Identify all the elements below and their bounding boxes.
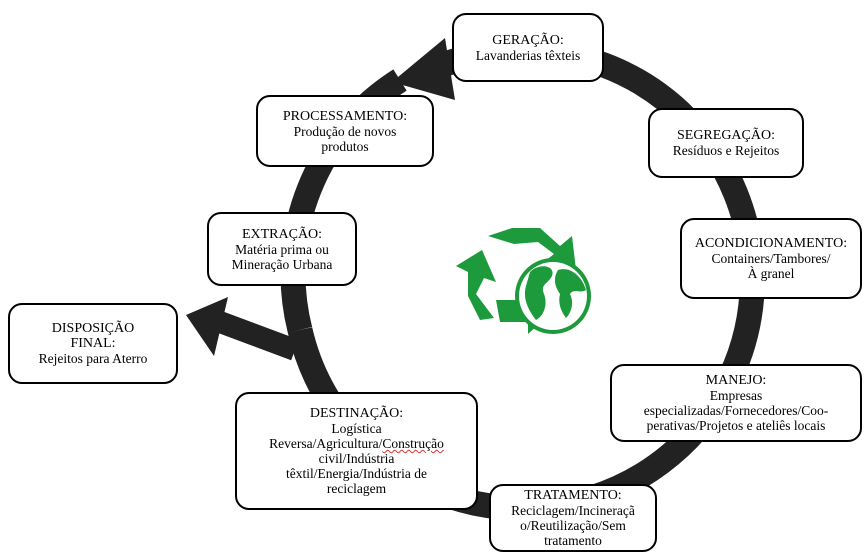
node-acondicionamento-line: Containers/Tambores/: [711, 251, 831, 266]
branch-arrowhead: [186, 297, 228, 356]
node-extracao: EXTRAÇÃO: Matéria prima ou Mineração Urb…: [207, 212, 357, 286]
recycle-globe-icon: [456, 228, 591, 334]
node-destinacao: DESTINAÇÃO: Logística Reversa/Agricultur…: [235, 392, 478, 510]
branch-arrow-shaft: [216, 311, 299, 361]
node-tratamento-line: tratamento: [544, 533, 602, 548]
node-tratamento-title: TRATAMENTO:: [524, 488, 622, 503]
node-destinacao-line: Construção: [382, 436, 444, 451]
node-geracao-line: Lavanderias têxteis: [475, 47, 581, 63]
node-destinacao-line: Reversa/Agricultura/: [269, 436, 383, 451]
node-disposicao-title: FINAL:: [70, 336, 116, 351]
node-manejo: MANEJO: Empresas especializadas/Forneced…: [610, 364, 862, 442]
node-manejo-line: especializadas/Fornecedores/Coo-: [643, 403, 829, 418]
node-tratamento-line: o/Reutilização/Sem: [520, 518, 626, 533]
node-geracao-title: GERAÇÃO:: [492, 32, 564, 48]
node-manejo-line: Empresas: [709, 388, 763, 403]
node-extracao-line: Mineração Urbana: [231, 256, 333, 272]
node-destinacao-line-wrap: Reversa/Agricultura/Construção: [269, 436, 444, 451]
node-tratamento: TRATAMENTO: Reciclagem/Incineraçã o/Reut…: [489, 484, 657, 552]
node-extracao-line: Matéria prima ou: [235, 241, 329, 257]
arrowhead-to-geracao: [392, 38, 455, 100]
node-acondicionamento-title: ACONDICIONAMENTO:: [694, 236, 848, 251]
node-destinacao-line: civil/Indústria: [318, 451, 395, 466]
node-processamento-title: PROCESSAMENTO:: [282, 108, 408, 124]
node-manejo-title: MANEJO:: [705, 373, 767, 388]
node-segregacao-title: SEGREGAÇÃO:: [676, 128, 775, 143]
node-extracao-title: EXTRAÇÃO:: [241, 226, 323, 242]
node-destinacao-line: têxtil/Energia/Indústria de: [285, 466, 428, 481]
node-destinacao-line: Logística: [331, 421, 382, 436]
node-destinacao-title: DESTINAÇÃO:: [309, 406, 404, 421]
node-manejo-line: perativas/Projetos e ateliês locais: [646, 418, 826, 433]
node-disposicao-title: DISPOSIÇÃO: [51, 321, 135, 336]
node-processamento: PROCESSAMENTO: Produção de novos produto…: [256, 95, 434, 167]
node-tratamento-line: Reciclagem/Incineraçã: [511, 503, 635, 518]
node-disposicao-line: Rejeitos para Aterro: [38, 351, 148, 366]
node-disposicao-final: DISPOSIÇÃO FINAL: Rejeitos para Aterro: [8, 303, 178, 384]
node-acondicionamento: ACONDICIONAMENTO: Containers/Tambores/ À…: [680, 218, 862, 299]
node-geracao: GERAÇÃO: Lavanderias têxteis: [452, 13, 604, 82]
node-segregacao-line: Resíduos e Rejeitos: [672, 143, 780, 158]
node-segregacao: SEGREGAÇÃO: Resíduos e Rejeitos: [648, 108, 804, 178]
node-destinacao-line: reciclagem: [326, 481, 387, 496]
node-processamento-line: produtos: [321, 138, 369, 154]
node-processamento-line: Produção de novos: [293, 123, 397, 139]
node-acondicionamento-line: À granel: [747, 266, 795, 281]
